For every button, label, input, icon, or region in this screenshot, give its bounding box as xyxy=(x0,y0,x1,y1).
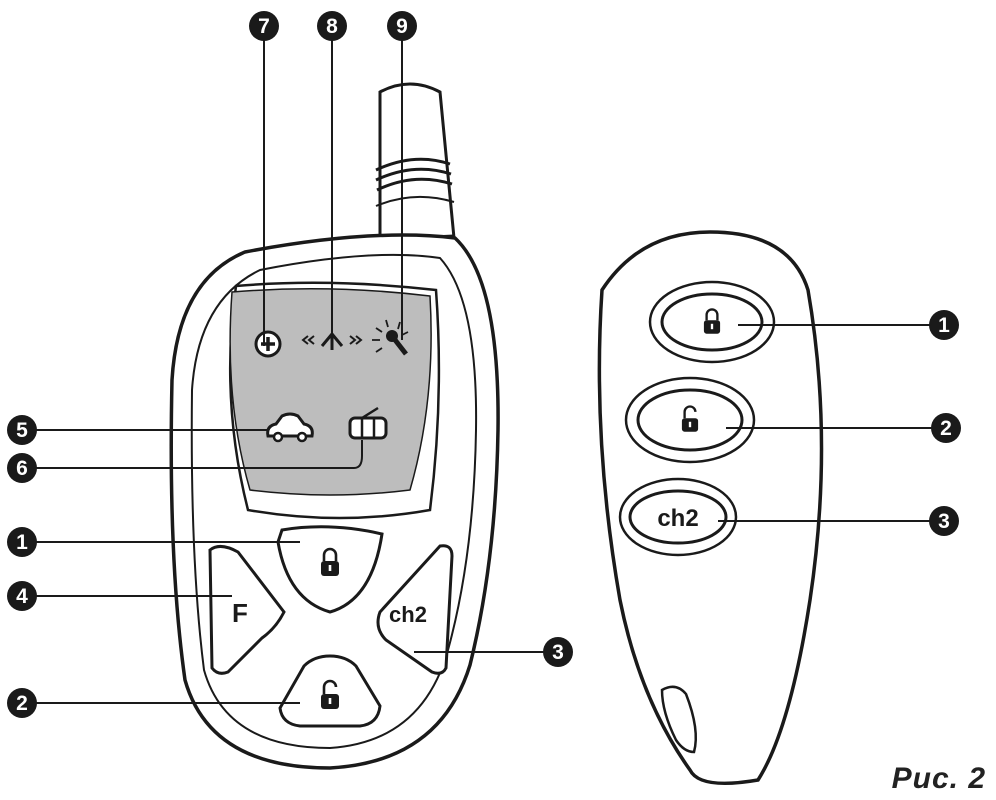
callout-8: 8 xyxy=(317,11,347,41)
svg-text:3: 3 xyxy=(938,510,950,533)
svg-text:6: 6 xyxy=(16,457,28,480)
small-ch2-label: ch2 xyxy=(657,505,698,532)
unlock-button[interactable] xyxy=(278,654,382,728)
small-unlock-button[interactable] xyxy=(624,376,756,464)
small-fob: ch2 xyxy=(597,230,824,786)
callout-2-small: 2 xyxy=(931,413,961,443)
figure-caption: Рис. 2 xyxy=(891,762,986,795)
svg-text:5: 5 xyxy=(16,419,28,442)
f-button-label: F xyxy=(232,598,248,628)
small-ch2-button[interactable]: ch2 xyxy=(618,477,738,557)
door-icon xyxy=(348,406,388,440)
svg-text:4: 4 xyxy=(16,585,28,608)
alarm-trigger-icon xyxy=(372,319,409,356)
callout-3-small: 3 xyxy=(929,506,959,536)
ch2-button[interactable]: ch2 xyxy=(376,544,454,675)
callout-3: 3 xyxy=(543,637,573,667)
svg-text:7: 7 xyxy=(258,15,270,38)
callout-2: 2 xyxy=(7,688,37,718)
ch2-button-label: ch2 xyxy=(389,602,427,627)
callout-1: 1 xyxy=(7,527,37,557)
callout-5: 5 xyxy=(7,415,37,445)
svg-text:1: 1 xyxy=(16,531,28,554)
lcd-screen xyxy=(229,288,432,496)
main-fob: F ch2 xyxy=(169,82,500,770)
small-lock-button[interactable] xyxy=(648,280,776,364)
callout-9: 9 xyxy=(387,11,417,41)
f-button[interactable]: F xyxy=(208,545,286,675)
svg-text:8: 8 xyxy=(326,15,338,38)
svg-text:9: 9 xyxy=(396,15,408,38)
svg-text:1: 1 xyxy=(938,314,950,337)
svg-text:2: 2 xyxy=(940,417,952,440)
lanyard-hole xyxy=(660,685,697,754)
callout-6: 6 xyxy=(7,453,37,483)
lock-button[interactable] xyxy=(276,525,384,614)
callout-1-small: 1 xyxy=(929,310,959,340)
antenna xyxy=(367,82,456,242)
callout-4: 4 xyxy=(7,581,37,611)
svg-text:3: 3 xyxy=(552,641,564,664)
svg-text:2: 2 xyxy=(16,692,28,715)
callout-7: 7 xyxy=(249,11,279,41)
car-icon xyxy=(266,412,314,443)
leader-lines xyxy=(22,26,946,704)
plus-circle-icon xyxy=(254,330,282,358)
